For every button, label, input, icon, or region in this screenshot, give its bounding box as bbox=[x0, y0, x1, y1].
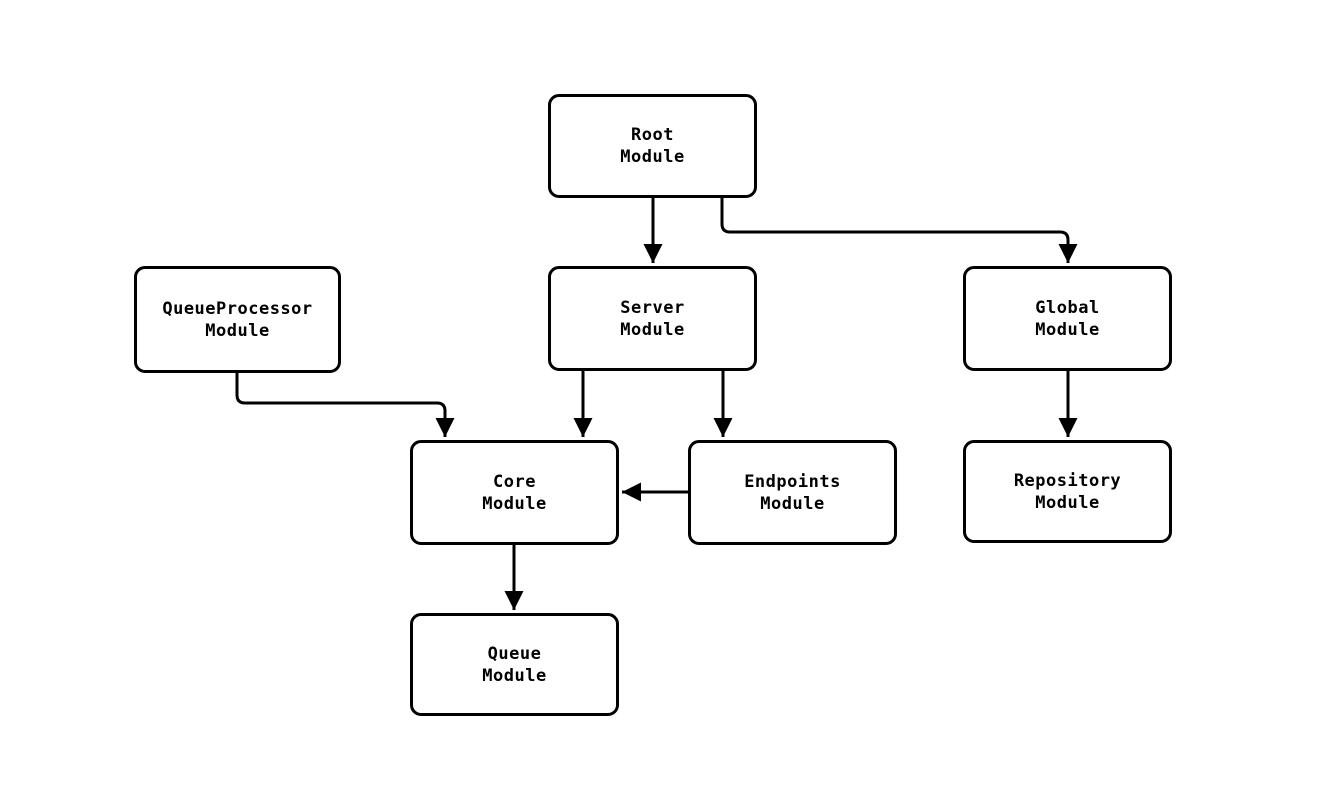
node-repository-module-label: Repository Module bbox=[1013, 470, 1122, 513]
node-endpoints-module-label: Endpoints Module bbox=[744, 471, 841, 514]
node-endpoints-module: Endpoints Module bbox=[688, 440, 897, 545]
node-root-module-label: Root Module bbox=[620, 125, 685, 167]
node-queue-module: Queue Module bbox=[410, 613, 619, 716]
node-queueprocessor-module-label: QueueProcessor Module bbox=[162, 298, 313, 341]
node-root-module: Root Module bbox=[548, 94, 757, 198]
node-queueprocessor-module: QueueProcessor Module bbox=[134, 266, 341, 373]
edge-queueprocessor-to-core bbox=[235, 373, 455, 437]
node-core-module: Core Module bbox=[410, 440, 619, 545]
node-global-module-label: Global Module bbox=[1035, 297, 1100, 340]
node-server-module-label: Server Module bbox=[620, 297, 685, 340]
node-global-module: Global Module bbox=[963, 266, 1172, 371]
node-repository-module: Repository Module bbox=[963, 440, 1172, 543]
node-core-module-label: Core Module bbox=[482, 471, 547, 514]
node-queue-module-label: Queue Module bbox=[482, 643, 547, 686]
node-server-module: Server Module bbox=[548, 266, 757, 371]
edge-root-to-global bbox=[720, 198, 1078, 263]
